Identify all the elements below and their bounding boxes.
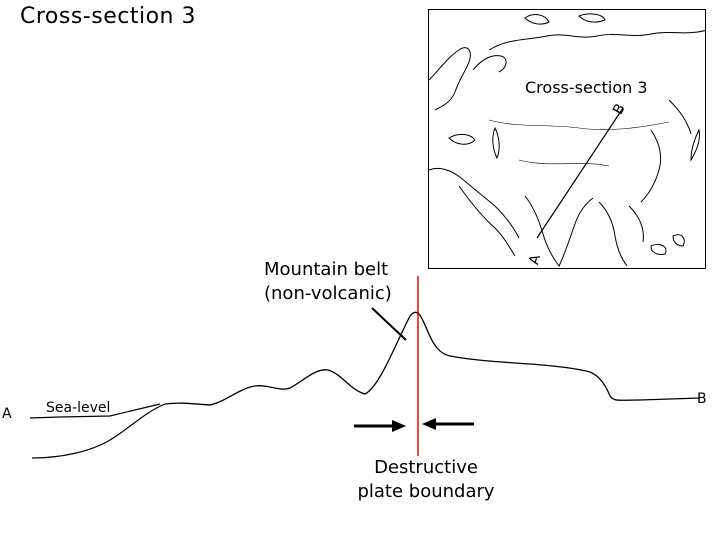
page-title: Cross-section 3 [20, 4, 196, 29]
asia-map: A B Cross-section 3 [428, 9, 706, 269]
map-outline: A B [429, 13, 705, 267]
destructive-line1: Destructive [374, 457, 478, 478]
map-end-a: A [526, 253, 544, 267]
right-arrow [422, 418, 474, 430]
profile-end-b: B [697, 391, 707, 407]
ocean-floor-line [31, 403, 166, 459]
mountain-belt-label: Mountain belt (non-volcanic) [264, 258, 392, 306]
map-section-line [536, 107, 624, 239]
map-section-label: Cross-section 3 [525, 78, 648, 97]
land-profile-line [164, 311, 701, 406]
mountain-belt-line1: Mountain belt [264, 259, 389, 280]
mountain-pointer-line [371, 307, 407, 341]
mountain-belt-line2: (non-volcanic) [264, 283, 392, 304]
destructive-boundary-label: Destructive plate boundary [356, 456, 496, 504]
destructive-line2: plate boundary [357, 481, 495, 502]
sea-level-label: Sea-level [46, 400, 111, 416]
left-arrow [354, 420, 406, 432]
sea-level-line [29, 403, 161, 419]
profile-end-a: A [2, 406, 12, 422]
